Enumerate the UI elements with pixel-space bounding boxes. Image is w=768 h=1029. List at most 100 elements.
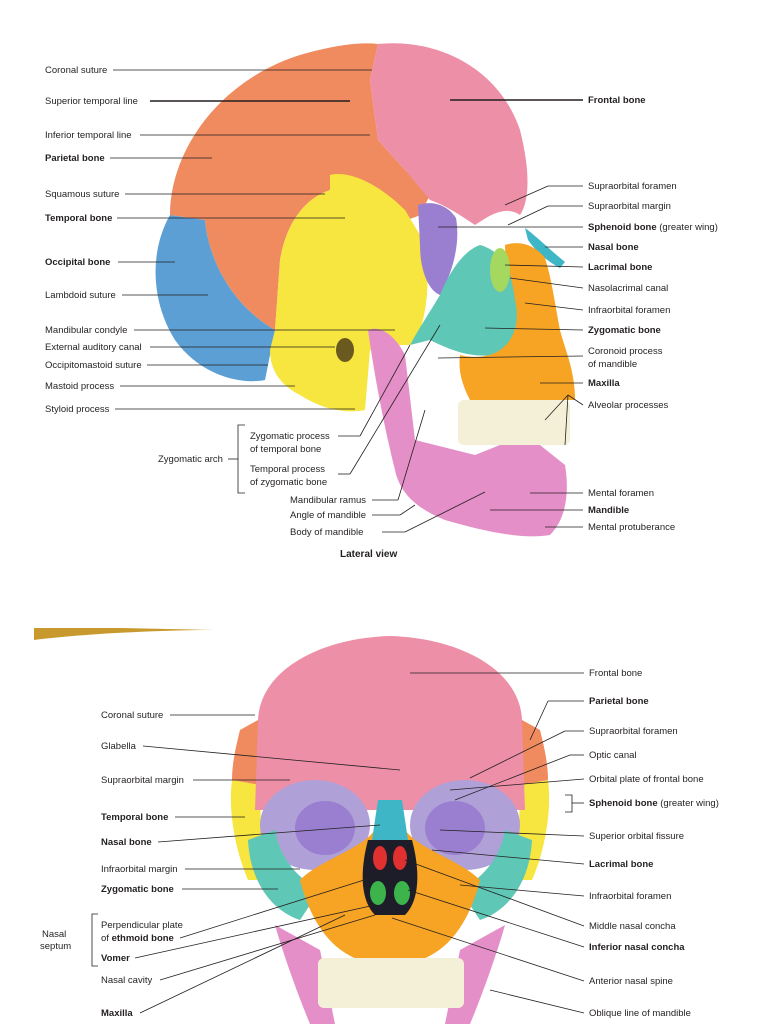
lateral-left-labels: Coronal suture Superior temporal line In… xyxy=(45,65,142,415)
anterior-label-nasal-cavity: Nasal cavity xyxy=(101,975,152,986)
label-angle-of-mandible: Angle of mandible xyxy=(290,510,366,521)
occipital-bone-shape xyxy=(155,215,275,382)
anterior-label-perpendicular-plate: Perpendicular plate xyxy=(101,920,183,931)
decorative-swoosh xyxy=(34,628,215,640)
lateral-right-labels: Frontal bone Supraorbital foramen Suprao… xyxy=(588,95,718,533)
label-occipitomastoid-suture: Occipitomastoid suture xyxy=(45,360,142,371)
label-lambdoid-suture: Lambdoid suture xyxy=(45,290,116,301)
label-mandibular-condyle: Mandibular condyle xyxy=(45,325,127,336)
anterior-label-nasal-septum: Nasal xyxy=(42,929,66,940)
anterior-zygomatic-right xyxy=(460,830,532,920)
label-parietal-bone: Parietal bone xyxy=(45,153,105,164)
anterior-label-sphenoid-bone: Sphenoid bone (greater wing) xyxy=(589,798,719,809)
label-frontal-bone: Frontal bone xyxy=(588,95,646,106)
label-mandible: Mandible xyxy=(588,505,629,516)
anterior-label-parietal-bone: Parietal bone xyxy=(589,696,649,707)
mandible-bone-shape xyxy=(368,328,567,537)
anterior-label-zygomatic-bone: Zygomatic bone xyxy=(101,884,174,895)
anterior-view-illustration xyxy=(230,636,550,1024)
label-coronal-suture: Coronal suture xyxy=(45,65,107,76)
label-occipital-bone: Occipital bone xyxy=(45,257,110,268)
lateral-teeth xyxy=(458,400,570,445)
label-nasolacrimal-canal: Nasolacrimal canal xyxy=(588,283,668,294)
label-lacrimal-bone: Lacrimal bone xyxy=(588,262,652,273)
label-sphenoid-bone: Sphenoid bone (greater wing) xyxy=(588,222,718,233)
anterior-zygomatic-left xyxy=(248,830,320,920)
anterior-label-ethmoid-bone: of ethmoid bone xyxy=(101,933,174,944)
anterior-teeth xyxy=(318,958,464,1008)
anterior-label-nasal-bone: Nasal bone xyxy=(101,837,152,848)
label-styloid-process: Styloid process xyxy=(45,404,110,415)
label-mental-foramen: Mental foramen xyxy=(588,488,654,499)
maxilla-bone-shape xyxy=(459,243,575,400)
anterior-label-infraorbital-margin: Infraorbital margin xyxy=(101,864,178,875)
anterior-label-optic-canal: Optic canal xyxy=(589,750,637,761)
lateral-right-leaders xyxy=(437,99,584,528)
label-mandibular-ramus: Mandibular ramus xyxy=(290,495,366,506)
inferior-nasal-concha-left xyxy=(370,881,386,905)
label-alveolar-processes: Alveolar processes xyxy=(588,400,669,411)
anterior-label-glabella: Glabella xyxy=(101,741,137,752)
anterior-label-superior-orbital-fissure: Superior orbital fissure xyxy=(589,831,684,842)
middle-nasal-concha-left xyxy=(373,846,387,870)
anterior-right-leaders xyxy=(391,672,585,1014)
label-zygomatic-bone: Zygomatic bone xyxy=(588,325,661,336)
anterior-label-temporal-bone: Temporal bone xyxy=(101,812,168,823)
orbit-shape xyxy=(490,248,510,292)
anterior-label-coronal-suture: Coronal suture xyxy=(101,710,163,721)
anterior-label-middle-nasal-concha: Middle nasal concha xyxy=(589,921,676,932)
anterior-label-orbital-plate: Orbital plate of frontal bone xyxy=(589,774,704,785)
anterior-frontal-bone xyxy=(255,636,525,810)
label-mental-protuberance: Mental protuberance xyxy=(588,522,675,533)
label-body-of-mandible: Body of mandible xyxy=(290,527,363,538)
label-supraorbital-margin: Supraorbital margin xyxy=(588,201,671,212)
label-temporal-bone: Temporal bone xyxy=(45,213,112,224)
anterior-label-nasal-septum-line2: septum xyxy=(40,941,71,952)
parietal-bone-shape xyxy=(170,43,430,331)
inferior-nasal-concha-right xyxy=(394,881,410,905)
anterior-label-maxilla: Maxilla xyxy=(101,1008,133,1019)
label-zygomatic-process-line2: of temporal bone xyxy=(250,444,321,455)
label-temporal-process: Temporal process xyxy=(250,464,325,475)
anterior-label-infraorbital-foramen: Infraorbital foramen xyxy=(589,891,671,902)
anterior-label-lacrimal-bone: Lacrimal bone xyxy=(589,859,653,870)
label-external-auditory-canal: External auditory canal xyxy=(45,342,142,353)
anterior-label-anterior-nasal-spine: Anterior nasal spine xyxy=(589,976,673,987)
lateral-left-leaders xyxy=(110,69,395,410)
anterior-left-labels: Coronal suture Glabella Supraorbital mar… xyxy=(40,710,184,1019)
label-coronoid-process: Coronoid process xyxy=(588,346,663,357)
anterior-label-supraorbital-foramen: Supraorbital foramen xyxy=(589,726,678,737)
label-zygomatic-arch: Zygomatic arch xyxy=(158,454,223,465)
anterior-orbit-inner-left xyxy=(295,801,355,855)
anterior-label-vomer: Vomer xyxy=(101,953,130,964)
label-zygomatic-process: Zygomatic process xyxy=(250,431,330,442)
anterior-label-inferior-nasal-concha: Inferior nasal concha xyxy=(589,942,685,953)
anterior-label-oblique-line: Oblique line of mandible xyxy=(589,1008,691,1019)
label-squamous-suture: Squamous suture xyxy=(45,189,119,200)
label-maxilla: Maxilla xyxy=(588,378,620,389)
nasal-bone-shape xyxy=(525,228,565,268)
label-mastoid-process: Mastoid process xyxy=(45,381,114,392)
label-nasal-bone: Nasal bone xyxy=(588,242,639,253)
sphenoid-bone-shape xyxy=(418,203,458,295)
label-inferior-temporal-line: Inferior temporal line xyxy=(45,130,132,141)
lateral-view-illustration xyxy=(155,43,575,537)
anterior-left-leaders xyxy=(91,714,401,1014)
label-temporal-process-line2: of zygomatic bone xyxy=(250,477,327,488)
lateral-bottom-leaders xyxy=(228,324,486,533)
frontal-bone-shape xyxy=(370,43,528,226)
anterior-label-frontal-bone: Frontal bone xyxy=(589,668,642,679)
caption-lateral-view: Lateral view xyxy=(340,549,397,560)
label-superior-temporal-line: Superior temporal line xyxy=(45,96,138,107)
anterior-parietal-left xyxy=(232,720,260,785)
temporal-bone-shape xyxy=(270,174,428,412)
label-coronoid-process-line2: of mandible xyxy=(588,359,637,370)
anterior-label-supraorbital-margin: Supraorbital margin xyxy=(101,775,184,786)
anterior-orbit-inner-right xyxy=(425,801,485,855)
label-infraorbital-foramen: Infraorbital foramen xyxy=(588,305,670,316)
external-auditory-canal-shape xyxy=(336,338,354,362)
lateral-bottom-labels: Zygomatic arch Zygomatic process of temp… xyxy=(158,431,397,560)
anterior-nasal-bone xyxy=(372,800,408,840)
